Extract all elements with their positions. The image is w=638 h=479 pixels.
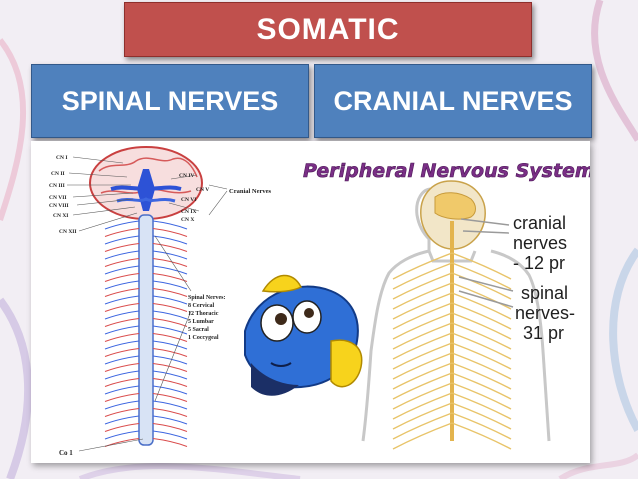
- pns-branch: [392, 352, 512, 380]
- pns-title: Peripheral Nervous System: [303, 160, 590, 182]
- spinal-branch: [104, 220, 188, 230]
- spinal-branch: [104, 280, 188, 290]
- cn-label: CN VIII: [49, 203, 69, 209]
- spinal-branch: [104, 370, 188, 380]
- spinal-branch: [104, 415, 188, 425]
- spinal-branch: [104, 250, 188, 260]
- spinal-branch: [104, 385, 188, 395]
- cranial-text-line: nerves: [513, 233, 567, 253]
- somatic-header: SOMATIC: [124, 2, 532, 57]
- spinal-branch: [104, 310, 188, 320]
- pns-branch: [392, 322, 512, 350]
- pns-branch: [392, 412, 512, 440]
- blue-fish-cartoon: [244, 274, 363, 396]
- spinal-nerve-branches: [104, 220, 188, 447]
- cn-label: CN VII: [49, 195, 66, 201]
- spinal-branch: [104, 400, 188, 410]
- pns-branch: [392, 262, 512, 290]
- spinal-item: 8 Cervical: [188, 303, 214, 309]
- pns-branch: [392, 302, 512, 330]
- coccygeal-label: Co 1: [59, 449, 73, 457]
- brain-yellow: [434, 192, 476, 220]
- spinal-branch: [104, 423, 188, 432]
- cn-label: CN IX: [181, 209, 196, 215]
- cn-label: CN XII: [59, 229, 77, 235]
- pns-nerve-branches: [392, 252, 512, 450]
- spinal-branch: [104, 265, 188, 275]
- cn-label: CN III: [49, 183, 65, 189]
- brain-spinal-diagram: CN I CN II CN III CN VII CN VIII CN XI C…: [49, 146, 272, 457]
- spinal-nerves-tab: SPINAL NERVES: [31, 64, 309, 138]
- spinal-branch: [104, 378, 188, 387]
- spinal-branch: [104, 243, 188, 252]
- pns-branch: [392, 362, 512, 390]
- spinal-branch: [104, 228, 188, 237]
- spinal-cord: [138, 214, 154, 446]
- spinal-branch: [104, 303, 188, 312]
- spinal-branch: [104, 325, 188, 335]
- spinal-item: 12 Thoracic: [188, 311, 219, 317]
- spinal-branch: [104, 295, 188, 305]
- pns-branch: [392, 422, 512, 450]
- spinal-text-line: nerves-: [515, 303, 575, 323]
- cn-label: CN IV: [179, 173, 194, 179]
- cn-label: CN V: [196, 187, 209, 193]
- pns-branch: [392, 332, 512, 360]
- fish-mouth: [270, 362, 292, 367]
- cranial-nerves-tab: CRANIAL NERVES: [314, 64, 592, 138]
- pns-branch: [392, 292, 512, 320]
- cn-label: CN II: [51, 171, 65, 177]
- cn-label: CN I: [56, 155, 67, 161]
- spinal-branch: [104, 363, 188, 372]
- cranial-text-line: - 12 pr: [513, 253, 565, 273]
- pns-branch: [392, 342, 512, 370]
- spinal-branch: [104, 288, 188, 297]
- diagram-canvas: CN I CN II CN III CN VII CN VIII CN XI C…: [49, 146, 590, 457]
- fish-fin: [261, 274, 303, 293]
- pns-branch: [392, 372, 512, 400]
- pns-branch: [392, 272, 512, 300]
- spinal-nerves-title: Spinal Nerves:: [188, 295, 226, 301]
- spinal-item: 5 Sacral: [188, 327, 209, 333]
- fish-belly-mark: [251, 363, 299, 396]
- spinal-text-line: spinal: [521, 283, 568, 303]
- pns-branch: [392, 252, 512, 280]
- pns-branch: [392, 402, 512, 430]
- spinal-branch: [104, 340, 188, 350]
- cn-label: CN XI: [53, 213, 68, 219]
- cn-label: CN VI: [181, 197, 196, 203]
- pns-branch: [392, 282, 512, 310]
- peripheral-nervous-system-diagram: Peripheral Nervous System cranial nerves…: [303, 160, 590, 450]
- spinal-branch: [104, 273, 188, 282]
- spinal-branch: [104, 393, 188, 402]
- spinal-text-line: 31 pr: [523, 323, 564, 343]
- pns-branch: [392, 392, 512, 420]
- spinal-branch: [104, 430, 188, 440]
- spinal-branch: [104, 348, 188, 357]
- spinal-branch: [104, 355, 188, 365]
- pns-branch: [392, 312, 512, 340]
- spinal-branch: [104, 235, 188, 245]
- spinal-item: 1 Coccygeal: [188, 335, 219, 341]
- fish-tail: [330, 339, 363, 388]
- cn-label: CN X: [181, 217, 194, 223]
- pns-branch: [392, 382, 512, 410]
- cranial-text-line: cranial: [513, 213, 566, 233]
- spinal-branch: [104, 333, 188, 342]
- spinal-branch: [104, 258, 188, 267]
- cranial-nerves-label: Cranial Nerves: [229, 188, 272, 195]
- spinal-branch: [104, 408, 188, 417]
- spinal-item: 5 Lumbar: [188, 319, 214, 325]
- diagram-panel: CN I CN II CN III CN VII CN VIII CN XI C…: [31, 141, 590, 463]
